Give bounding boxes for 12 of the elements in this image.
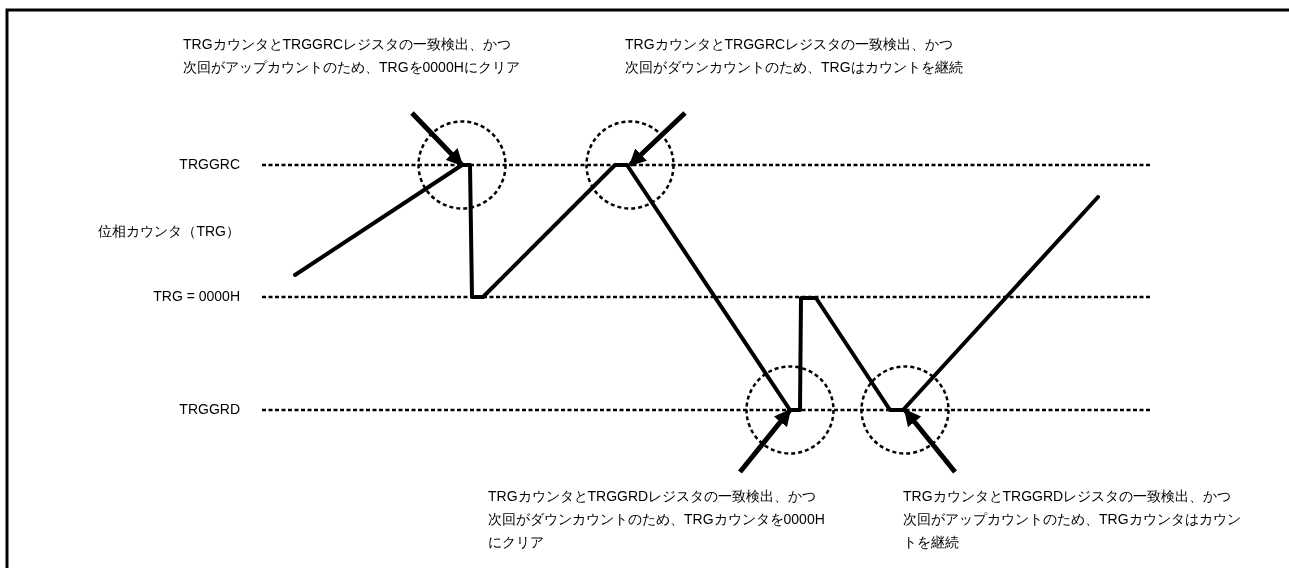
level-label: 位相カウンタ（TRG）: [97, 223, 240, 241]
arrow: [738, 408, 792, 474]
callout-text: TRGカウンタとTRGGRCレジスタの一致検出、かつ次回がダウンカウントのため、TRGはカウントを継続: [625, 35, 964, 77]
callout-text: TRGカウンタとTRGGRDレジスタの一致検出、かつ次回がアップカウントのため、TRGカウンタはカウントを継続: [903, 487, 1242, 552]
callout-text: TRGカウンタとTRGGRDレジスタの一致検出、かつ次回がダウンカウントのため、TRGカウンタを0000Hにクリア: [488, 487, 826, 552]
level-label: TRG = 0000H: [152, 288, 240, 304]
arrow: [628, 111, 687, 167]
level-label: TRGGRC: [178, 156, 240, 172]
level-label: TRGGRD: [178, 401, 240, 417]
arrow: [410, 111, 464, 167]
callout-text: TRGカウンタとTRGGRCレジスタの一致検出、かつ次回がアップカウントのため、TRGを0000Hにクリア: [183, 35, 521, 77]
arrow: [903, 408, 957, 474]
